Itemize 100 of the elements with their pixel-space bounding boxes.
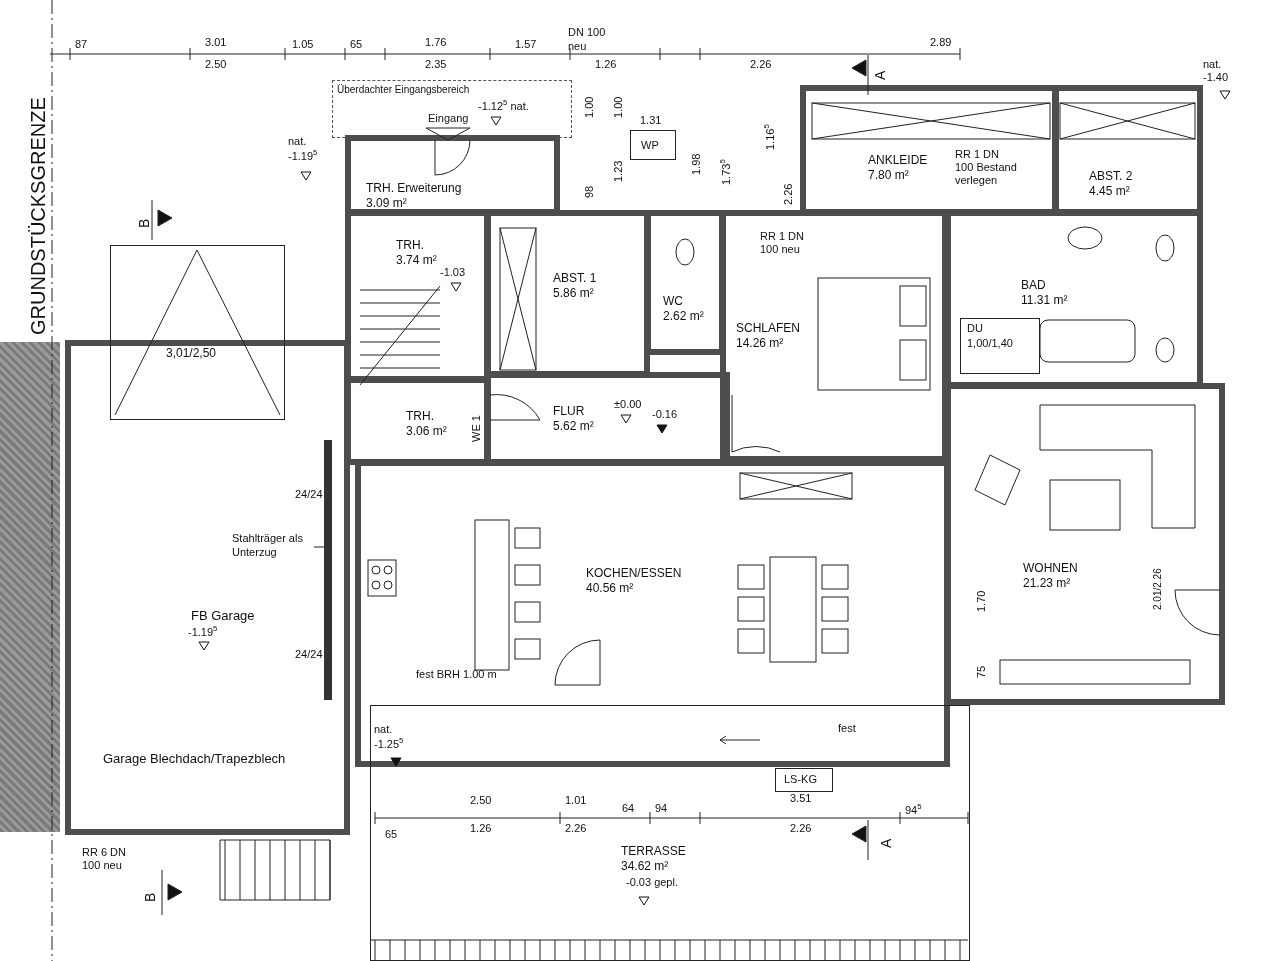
room (720, 210, 948, 462)
dimension-label: 2.89 (930, 36, 952, 50)
room-area: 5.62 m² (553, 419, 594, 434)
covered-entrance-area (332, 80, 572, 138)
dimension-label: 2.26 (782, 183, 795, 205)
level-label: nat. -1.40 (1203, 58, 1230, 85)
dimension-label: 1.76 (425, 36, 447, 50)
neighbor-building-hatching (0, 342, 60, 832)
room-name: ABST. 2 (1089, 169, 1133, 184)
leader-line (313, 546, 325, 548)
room-area: 3.06 m² (406, 424, 447, 439)
dimension-label: 3.51 (790, 792, 812, 806)
dimension-label: 1.00 (583, 96, 596, 118)
section-letter: B (136, 218, 153, 228)
dimension-label: 1.05 (292, 38, 314, 52)
room-area: 14.26 m² (736, 336, 784, 351)
plan-note: DN 100 (568, 26, 606, 40)
room-name: TERRASSE (621, 844, 686, 859)
room-area: 40.56 m² (586, 581, 634, 596)
room-area: 7.80 m² (868, 168, 909, 183)
dimension-label: 24/24 (295, 488, 323, 502)
room-area: 2.62 m² (663, 309, 704, 324)
room-area: 11.31 m² (1021, 293, 1068, 308)
garage (65, 340, 350, 835)
plan-note: RR 1 DN 100 Bestand verlegen (955, 148, 1018, 188)
dimension-label: 65 (350, 38, 363, 52)
dimension-label: 1.01 (565, 794, 587, 808)
plan-note: 2.01/2.26 (1152, 568, 1164, 610)
room-name: BAD (1021, 278, 1046, 293)
room-name: SCHLAFEN (736, 321, 800, 336)
dimension-label: 65 (385, 828, 398, 842)
room-note: Garage Blechdach/Trapezblech (103, 751, 286, 768)
level-label: -0.16 (652, 408, 678, 422)
room-name: FLUR (553, 404, 585, 419)
steel-beam (324, 440, 332, 700)
room-name: KOCHEN/ESSEN (586, 566, 682, 581)
dimension-label: 2.35 (425, 58, 447, 72)
dimension-label: 1.70 (975, 590, 988, 612)
box-label: WP (641, 139, 659, 153)
dimension-label: 1.26 (595, 58, 617, 72)
room-area: 4.45 m² (1089, 184, 1130, 199)
dimension-label: 24/24 (295, 648, 323, 662)
plan-note: fest (838, 722, 856, 736)
section-letter: B (142, 892, 159, 902)
room-area: 34.62 m² (621, 859, 669, 874)
section-letter: A (878, 838, 895, 848)
room (355, 460, 950, 767)
dimension-label: 1.23 (612, 160, 625, 182)
room-name: ANKLEIDE (868, 153, 928, 168)
terrace (370, 705, 970, 961)
room-name: TRH. (406, 409, 434, 424)
plan-note: WE 1 (470, 415, 483, 442)
room-note: 1,00/1,40 (967, 337, 1013, 351)
room (945, 383, 1225, 705)
room-name: ABST. 1 (553, 271, 597, 286)
room-name: TRH. Erweiterung (366, 181, 462, 196)
level-label: nat. -1.19$^{5}$ (288, 135, 319, 164)
room-name: DU (967, 322, 983, 336)
area-label: Überdachter Eingangsbereich (337, 84, 470, 97)
dimension-label: 3.01 (205, 36, 227, 50)
light-shaft (775, 768, 833, 792)
room-name: TRH. (396, 238, 424, 253)
plan-note: fest BRH 1.00 m (416, 668, 497, 682)
dimension-label: 1.57 (515, 38, 537, 52)
room-area: 5.86 m² (553, 286, 594, 301)
level-label: -1.19$^{5}$ (188, 624, 218, 639)
dimension-label: 87 (75, 38, 88, 52)
dimension-label: 75 (975, 665, 988, 678)
heat-pump-unit (630, 130, 676, 160)
level-label: -0.03 gepl. (626, 876, 678, 890)
dimension-label: 1.31 (640, 114, 662, 128)
level-label: nat. -1.25$^{5}$ (374, 723, 405, 752)
level-label: ±0.00 (614, 398, 642, 412)
dimension-label: 1.26 (470, 822, 492, 836)
dimension-label: 2.50 (470, 794, 492, 808)
dimension-label: 2.50 (205, 58, 227, 72)
room-area: 21.23 m² (1023, 576, 1071, 591)
dimension-label: 98 (583, 185, 596, 198)
plan-note: neu (568, 40, 587, 54)
room-name: FB Garage (191, 608, 255, 625)
section-letter: A (872, 70, 889, 80)
level-label: -1.03 (440, 266, 466, 280)
boundary-label: GRUNDSTÜCKSGRENZE (26, 97, 50, 335)
room-area: 3.74 m² (396, 253, 437, 268)
shower-area (960, 318, 1040, 374)
plan-note: RR 6 DN 100 neu (82, 846, 127, 873)
plan-note: Eingang (428, 112, 469, 126)
callout-text: Stahlträger als Unterzug (232, 532, 304, 560)
dimension-label: 1.98 (690, 153, 703, 175)
level-label: -1.12$^{5}$ nat. (478, 98, 529, 113)
dimension-label: 64 (622, 802, 635, 816)
room-name: WOHNEN (1023, 561, 1078, 576)
plan-note: RR 1 DN 100 neu (760, 230, 805, 257)
dimension-label: 1.00 (612, 96, 625, 118)
dimension-label: 2.26 (565, 822, 587, 836)
room-area: 3.09 m² (366, 196, 407, 211)
room-name: WC (663, 294, 683, 309)
dimension-label: 94 (655, 802, 668, 816)
dimension-label: 2.26 (750, 58, 772, 72)
dimension-label: 2.26 (790, 822, 812, 836)
